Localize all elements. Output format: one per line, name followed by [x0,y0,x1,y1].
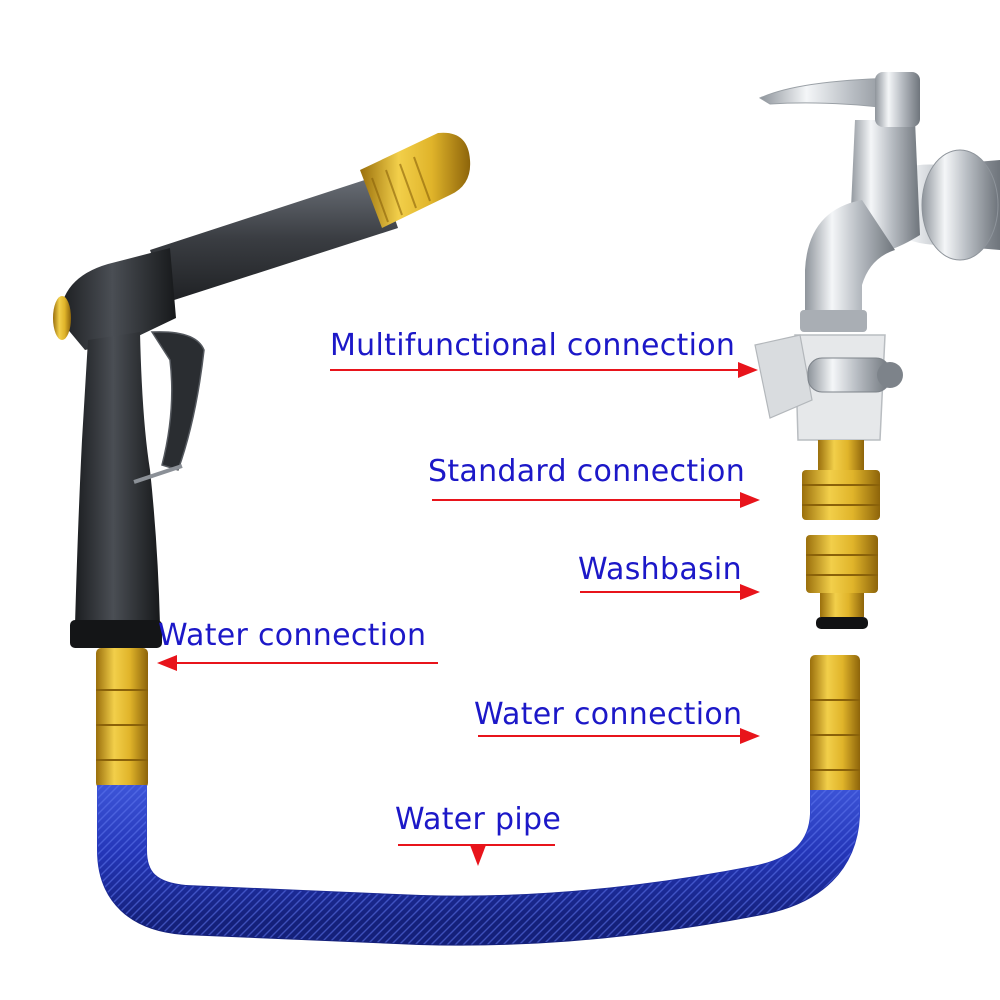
label-water-pipe: Water pipe [395,802,562,837]
spray-gun-icon [53,132,471,788]
gun-trigger [150,331,205,471]
label-water-connection-left: Water connection [158,618,427,653]
arrow-multifunctional [330,362,758,378]
gun-barrel [150,175,398,302]
arrow-water-left [157,655,438,671]
washbasin-connector [806,535,878,629]
gun-nozzle [360,132,471,228]
label-standard-connection: Standard connection [428,454,746,489]
arrow-washbasin [580,584,760,600]
gun-head [60,248,176,350]
standard-connector [802,440,880,520]
faucet-spout [805,200,895,330]
gun-handle [75,332,160,625]
multifunctional-connector [754,334,903,441]
faucet-icon [758,72,1000,332]
label-multifunctional-connection: Multifunctional connection [330,328,736,363]
arrow-standard [432,492,760,508]
hose-icon [97,785,860,946]
arrow-water-right [478,728,760,744]
arrow-water-pipe [398,844,555,866]
label-water-connection-right: Water connection [474,697,743,732]
label-washbasin: Washbasin [578,552,742,587]
hose-coupling-right [810,655,860,795]
